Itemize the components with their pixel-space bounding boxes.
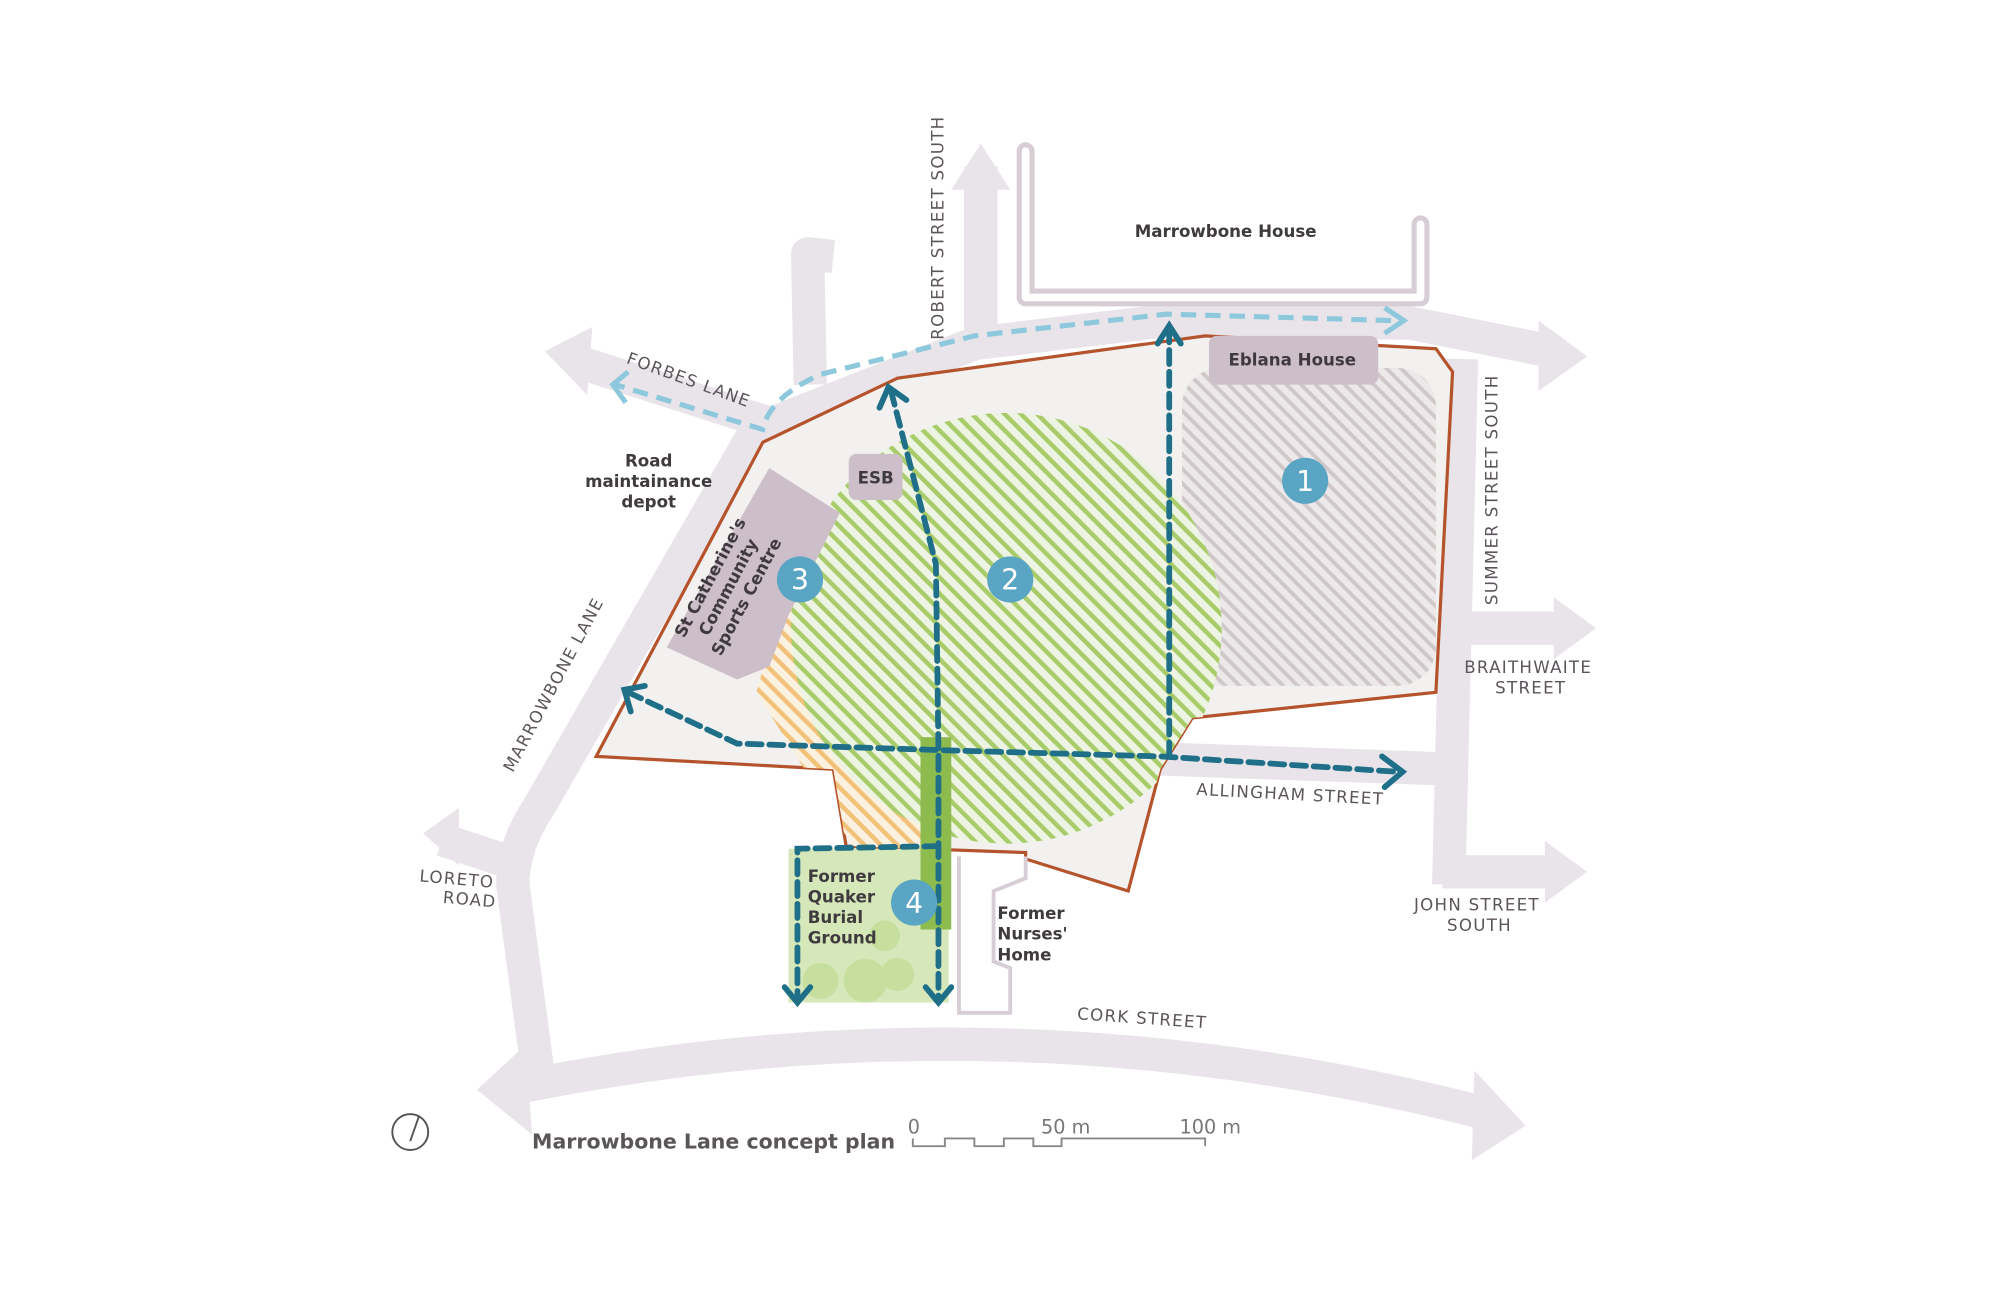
quaker-burial-ground <box>788 737 952 1003</box>
svg-text:50 m: 50 m <box>1041 1115 1090 1138</box>
svg-text:JOHN STREET: JOHN STREET <box>1413 895 1540 914</box>
north-arrow-icon <box>391 1113 430 1151</box>
svg-text:Burial: Burial <box>808 908 863 927</box>
primary-routes <box>620 320 1408 1008</box>
label-cork-street: CORK STREET <box>1077 1004 1208 1032</box>
label-nurses-home: Former Nurses' Home <box>997 904 1067 964</box>
svg-text:BRAITHWAITE: BRAITHWAITE <box>1464 658 1592 677</box>
zone-2-hatch <box>791 412 1222 844</box>
label-marrowbone-house: Marrowbone House <box>1135 222 1317 241</box>
esb-building <box>848 453 903 500</box>
svg-text:4: 4 <box>905 887 923 920</box>
road-arrowheads <box>423 143 1597 1161</box>
label-john-street-south: JOHN STREET SOUTH <box>1413 895 1540 935</box>
road-forbes-lane <box>571 345 775 439</box>
label-loreto-road: LORETO ROAD <box>419 866 498 911</box>
label-road-depot: Road maintainance depot <box>585 452 712 512</box>
svg-text:Ground: Ground <box>808 929 877 948</box>
plan-title: Marrowbone Lane concept plan <box>532 1130 895 1154</box>
svg-text:0: 0 <box>908 1115 920 1138</box>
road-stub <box>791 237 835 385</box>
label-esb: ESB <box>858 468 894 487</box>
svg-text:SOUTH: SOUTH <box>1447 916 1512 935</box>
svg-text:maintainance: maintainance <box>585 472 712 491</box>
svg-text:2: 2 <box>1001 564 1019 597</box>
svg-text:3: 3 <box>791 564 809 597</box>
svg-text:ROAD: ROAD <box>442 888 497 912</box>
svg-text:1: 1 <box>1296 465 1314 498</box>
label-robert-street-south: ROBERT STREET SOUTH <box>929 116 948 340</box>
marker-3: 3 <box>776 556 824 603</box>
svg-text:Nurses': Nurses' <box>997 925 1067 944</box>
label-quaker-burial-ground: Former Quaker Burial Ground <box>808 867 877 948</box>
svg-text:Road: Road <box>625 452 672 471</box>
sports-centre-building <box>666 467 840 680</box>
svg-text:Quaker: Quaker <box>808 888 876 907</box>
label-allingham-street: ALLINGHAM STREET <box>1196 780 1385 809</box>
svg-text:STREET: STREET <box>1495 679 1566 698</box>
svg-text:depot: depot <box>621 493 676 512</box>
road-network <box>437 166 1571 1132</box>
svg-text:Home: Home <box>997 945 1051 964</box>
eblana-house <box>1208 335 1379 385</box>
label-eblana-house: Eblana House <box>1229 350 1357 369</box>
nurses-home-outline <box>957 856 1028 1015</box>
label-summer-street-south: SUMMER STREET SOUTH <box>1482 374 1501 605</box>
zone-1-hatch <box>1182 367 1436 686</box>
secondary-route <box>609 305 1409 433</box>
svg-text:Former: Former <box>997 904 1065 923</box>
label-braithwaite-street: BRAITHWAITE STREET <box>1464 658 1592 698</box>
road-north <box>750 303 1561 445</box>
road-marrowbone-lane <box>496 421 771 1080</box>
svg-text:Former: Former <box>808 867 876 886</box>
scale-bar: 0 50 m 100 m <box>908 1115 1241 1148</box>
marker-1: 1 <box>1282 457 1329 504</box>
road-cork-street <box>503 1027 1498 1132</box>
svg-text:100 m: 100 m <box>1179 1115 1241 1138</box>
marker-4: 4 <box>891 879 938 926</box>
marker-2: 2 <box>987 556 1034 603</box>
